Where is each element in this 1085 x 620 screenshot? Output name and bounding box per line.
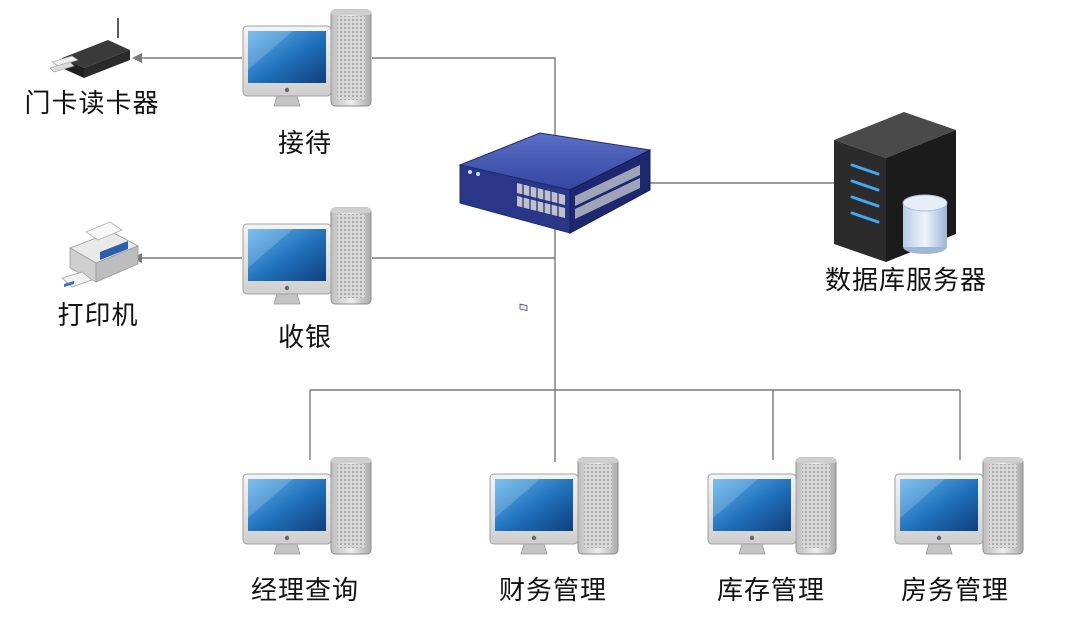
- cashier-computer-icon: [242, 207, 372, 305]
- inventory-label: 库存管理: [716, 576, 826, 606]
- cashier-label: 收银: [277, 323, 333, 353]
- connection-lines: [140, 57, 961, 462]
- database-server-icon: [834, 112, 956, 262]
- printer-icon: [61, 221, 139, 288]
- card-reader-icon: [49, 18, 130, 78]
- manager-query-label: 经理查询: [250, 576, 360, 606]
- db-server-label: 数据库服务器: [824, 266, 988, 296]
- finance-computer-icon: [489, 457, 619, 555]
- printer-label: 打印机: [57, 301, 139, 331]
- room-label: 房务管理: [900, 576, 1010, 606]
- line-reception-to-switch: [372, 57, 556, 160]
- reception-computer-icon: [242, 9, 372, 107]
- room-computer-icon: [894, 457, 1024, 555]
- inventory-computer-icon: [707, 457, 837, 555]
- network-switch-icon: [458, 132, 652, 312]
- manager-query-computer-icon: [242, 457, 372, 555]
- reception-label: 接待: [277, 129, 333, 159]
- arrowhead-card-reader: [132, 53, 142, 63]
- finance-label: 财务管理: [498, 576, 608, 606]
- card-reader-label: 门卡读卡器: [24, 89, 160, 119]
